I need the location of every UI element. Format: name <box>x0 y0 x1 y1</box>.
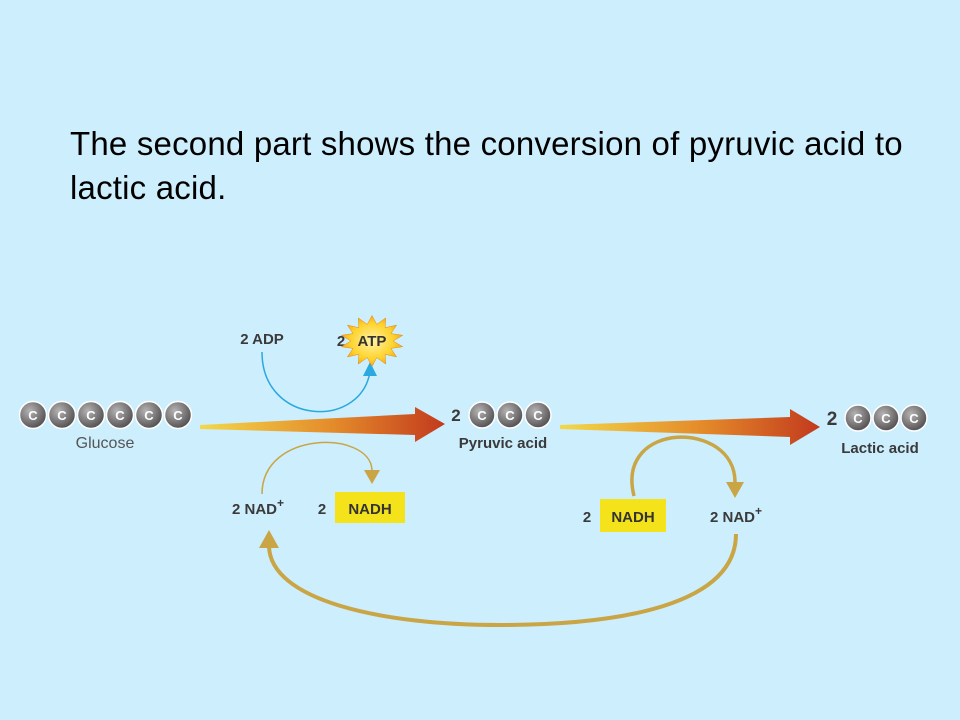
carbon-atom <box>468 401 496 429</box>
carbon-letter: C <box>86 408 96 423</box>
carbon-letter: C <box>144 408 154 423</box>
carbon-atom <box>872 404 900 432</box>
fermentation-nadh-label: NADH <box>611 509 654 526</box>
carbon-atom <box>524 401 552 429</box>
fermentation-nadh-coefficient: 2 <box>583 509 591 526</box>
nad-recycle-arrow <box>259 530 738 628</box>
fermentation-arrow <box>560 409 820 445</box>
pyruvic-acid-label: Pyruvic acid <box>459 435 547 452</box>
carbon-atom <box>134 400 164 430</box>
glycolysis-arrow <box>200 407 445 442</box>
nadh-highlight-box <box>335 492 405 523</box>
carbon-atom <box>105 400 135 430</box>
glucose-label: Glucose <box>76 435 135 452</box>
carbon-letter: C <box>115 408 125 423</box>
carbon-letter: C <box>881 411 891 426</box>
caption-text: The second part shows the conversion of … <box>70 125 903 206</box>
carbon-letter: C <box>533 408 543 423</box>
carbon-letter: C <box>173 408 183 423</box>
carbon-letter: C <box>909 411 919 426</box>
fermentation-nadh-highlight-box <box>600 499 666 532</box>
adp-to-atp-arrow <box>261 351 377 413</box>
nad-in-label: 2 NAD+ <box>232 496 284 518</box>
atp-burst-icon <box>340 314 404 368</box>
lactic-coefficient: 2 <box>827 409 838 430</box>
carbon-letter: C <box>57 408 67 423</box>
carbon-atom <box>900 404 928 432</box>
adp-label: 2 ADP <box>240 331 284 348</box>
nadh-label: NADH <box>348 501 391 518</box>
pyruvic-coefficient: 2 <box>451 406 460 425</box>
carbon-letter: C <box>505 408 515 423</box>
carbon-atom <box>496 401 524 429</box>
carbon-atom <box>18 400 48 430</box>
atp-coefficient: 2 <box>337 333 345 350</box>
lactic-acid-label: Lactic acid <box>841 440 919 457</box>
nadh-coefficient: 2 <box>318 501 326 518</box>
atp-label: ATP <box>358 333 387 350</box>
nad-out-label: 2 NAD+ <box>710 504 762 526</box>
carbon-atom <box>47 400 77 430</box>
carbon-atom <box>76 400 106 430</box>
nad-to-nadh-arrow <box>261 441 380 495</box>
carbon-letter: C <box>853 411 863 426</box>
carbon-letter: C <box>477 408 487 423</box>
carbon-letter: C <box>28 408 38 423</box>
carbon-atom <box>163 400 193 430</box>
nadh-to-nad-arrow <box>630 435 744 498</box>
carbon-atom <box>844 404 872 432</box>
